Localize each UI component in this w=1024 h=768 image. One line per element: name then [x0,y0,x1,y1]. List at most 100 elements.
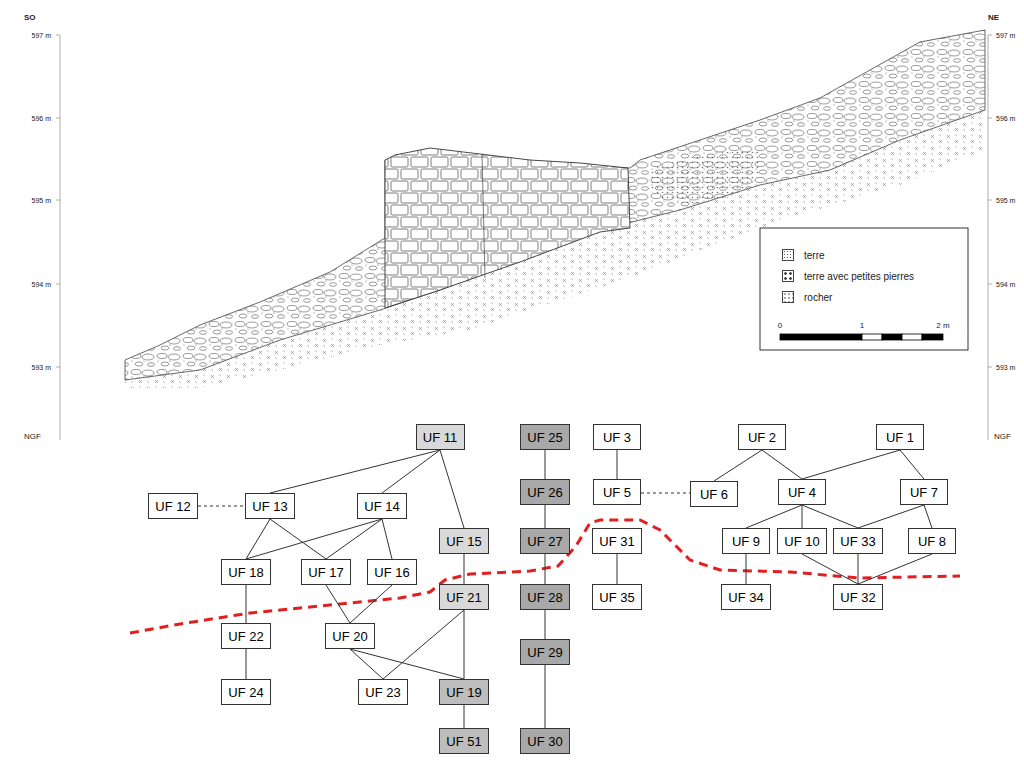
unit-label: UF 13 [252,499,287,514]
axis-label: NGF [994,433,1011,441]
unit-box: UF 3 [593,424,641,450]
stratigraphic-link [802,554,858,584]
legend-text: terre [804,250,825,261]
unit-label: UF 11 [423,430,457,445]
unit-box: UF 4 [778,479,826,505]
legend-row: terre [782,249,825,261]
unit-box: UF 24 [221,679,271,705]
unit-label: UF 34 [728,590,763,605]
unit-label: UF 14 [364,499,399,514]
unit-box: UF 17 [301,559,351,585]
unit-box: UF 8 [908,528,956,554]
unit-label: UF 27 [527,534,562,549]
unit-box: UF 7 [900,479,948,505]
stratigraphic-link [440,450,464,528]
unit-label: UF 17 [308,565,343,580]
unit-box: UF 10 [777,528,827,554]
unit-label: UF 4 [788,485,816,500]
unit-label: UF 30 [527,734,562,749]
stratigraphic-link [762,450,802,479]
unit-box: UF 9 [722,528,770,554]
unit-label: UF 22 [228,629,263,644]
legend-swatch [782,270,794,282]
stratigraphic-link [198,506,245,507]
stratigraphic-link [464,705,465,728]
unit-box: UF 27 [520,528,570,554]
unit-box: UF 25 [520,424,570,450]
stratigraphic-link [802,505,858,528]
stratigraphic-link [858,505,924,528]
unit-box: UF 33 [833,528,883,554]
stratigraphic-link [802,505,803,528]
unit-box: UF 23 [358,679,408,705]
scale-label: 1 [860,322,864,330]
unit-label: UF 10 [784,534,819,549]
stratigraphic-link [746,554,747,584]
stratigraphic-link [617,554,618,584]
unit-label: UF 15 [446,534,481,549]
unit-label: UF 18 [228,565,263,580]
unit-label: UF 8 [918,534,946,549]
stratigraphic-link [802,450,900,479]
unit-label: UF 16 [374,565,409,580]
unit-box: UF 35 [592,584,642,610]
stratigraphic-link [382,450,440,493]
stratigraphic-link [641,493,690,494]
stratigraphic-link [464,554,465,584]
unit-box: UF 14 [357,493,407,519]
unit-label: UF 3 [603,430,631,445]
unit-box: UF 1 [876,424,924,450]
unit-label: UF 5 [603,485,631,500]
scale-label: 0 [778,322,782,330]
unit-box: UF 11 [416,424,465,450]
unit-box: UF 31 [592,528,642,554]
stratigraphic-link [246,585,247,623]
unit-label: UF 25 [527,430,562,445]
axis-label: 594 m [996,281,1015,288]
unit-box: UF 5 [593,479,641,505]
stratigraphic-link [270,519,326,559]
unit-label: UF 6 [700,487,728,502]
axis-label: 595 m [996,197,1015,204]
unit-label: UF 26 [527,485,562,500]
stratigraphic-link [545,610,546,639]
direction-label: SO [24,14,36,22]
unit-label: UF 51 [446,734,481,749]
stratigraphic-link [326,519,382,559]
unit-label: UF 19 [446,685,481,700]
unit-box: UF 29 [520,639,570,665]
stratigraphic-link [246,649,247,679]
axis-label: 595 m [32,197,51,204]
unit-box: UF 2 [738,424,786,450]
unit-box: UF 20 [325,623,375,649]
unit-label: UF 12 [155,499,190,514]
unit-box: UF 22 [221,623,271,649]
unit-label: UF 21 [446,590,481,605]
legend-row: terre avec petites pierres [782,270,914,282]
unit-box: UF 51 [439,728,489,754]
axis-label: 597 m [32,32,51,39]
stratigraphic-link [858,554,932,584]
axis-label: 596 m [32,115,51,122]
unit-box: UF 12 [148,493,198,519]
legend-text: terre avec petites pierres [804,271,914,282]
axis-label: 594 m [32,281,51,288]
unit-box: UF 28 [520,584,570,610]
stratigraphic-link [714,450,762,481]
unit-box: UF 19 [439,679,489,705]
unit-label: UF 31 [599,534,634,549]
scale-label: 2 m [936,322,949,330]
unit-label: UF 33 [840,534,875,549]
axis-label: 593 m [32,364,51,371]
legend-swatch [782,249,794,261]
axis-label: NGF [24,433,41,441]
legend-swatch [782,291,794,303]
stratigraphic-link [746,505,802,528]
unit-label: UF 7 [910,485,938,500]
legend-text: rocher [804,292,832,303]
stratigraphic-link [350,649,464,679]
stratigraphic-link [270,450,440,493]
unit-label: UF 23 [365,685,400,700]
